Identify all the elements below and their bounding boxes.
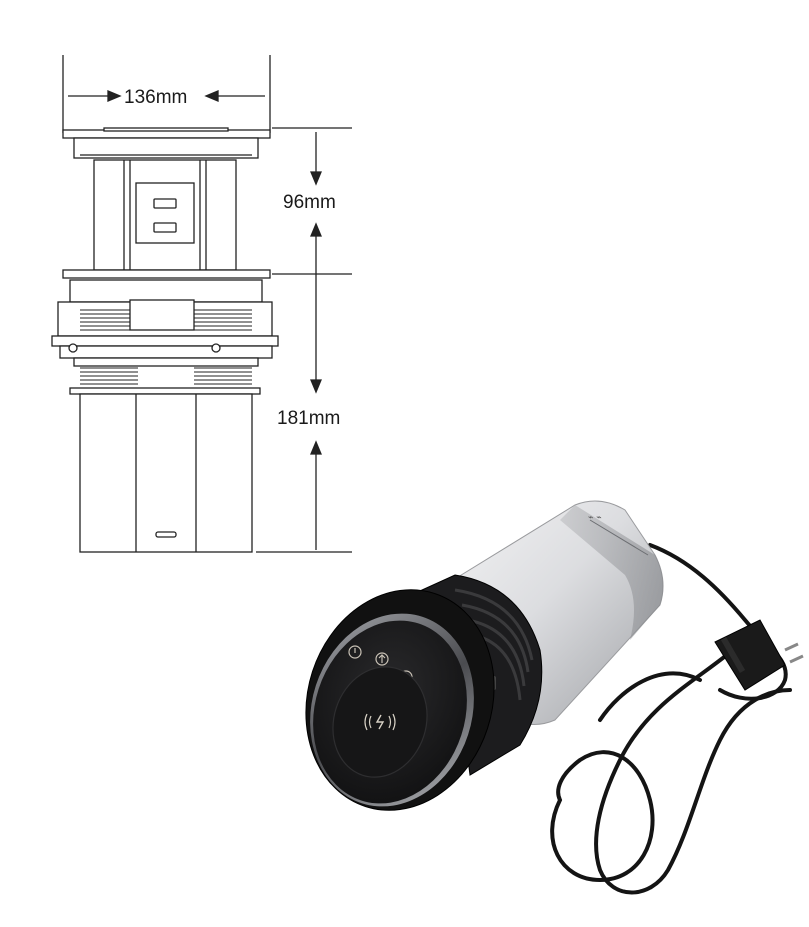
technical-drawing: 136mm (51, 55, 352, 553)
wireless-charging-icon (364, 713, 396, 731)
top-height-label: 96mm (283, 192, 336, 213)
lower-housing (79, 393, 253, 553)
power-icon (348, 645, 362, 659)
height-dimension: 96mm 181mm (256, 127, 352, 553)
usb-icon (375, 652, 389, 666)
clamp-ring (51, 335, 279, 347)
mount-flange (62, 269, 271, 279)
svg-text:⌁ ⌁: ⌁ ⌁ (588, 513, 602, 523)
usb-port (153, 222, 177, 233)
power-plug (714, 619, 804, 691)
product-photo: ⌁ ⌁ (305, 500, 804, 895)
lid-cap (73, 137, 259, 159)
width-label: 136mm (124, 87, 187, 108)
thread-marks (80, 309, 252, 385)
bottom-height-label: 181mm (277, 408, 340, 429)
usb-port (153, 198, 177, 209)
width-dimension: 136mm (62, 55, 271, 133)
